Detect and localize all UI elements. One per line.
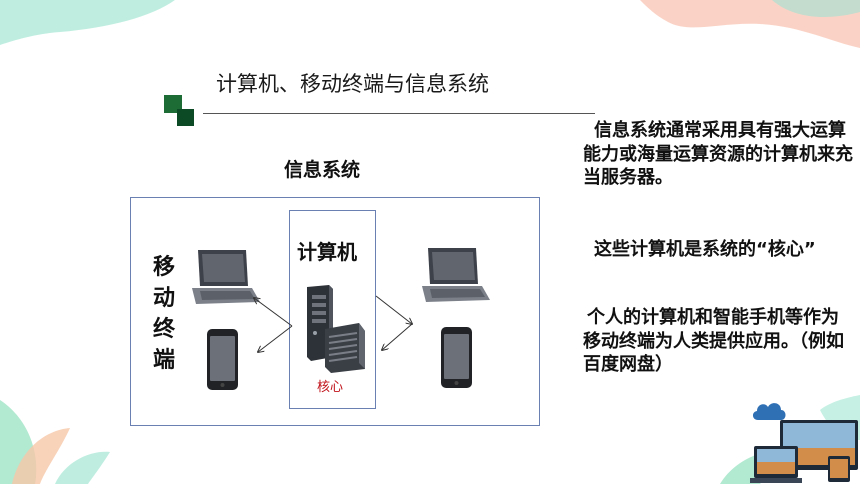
server-icon <box>307 285 365 373</box>
laptop-icon <box>422 248 490 302</box>
smartphone-icon <box>441 327 472 388</box>
cloud-icon <box>752 403 786 420</box>
slide-title: 计算机、移动终端与信息系统 <box>216 72 489 96</box>
mobile-label-char: 动 <box>152 286 175 311</box>
mobile-terminal-label: 移 动 终 端 <box>150 252 178 376</box>
core-label: 核心 <box>317 380 344 395</box>
smartphone-icon <box>207 329 238 390</box>
mobile-label-char: 终 <box>152 317 175 342</box>
mobile-label-char: 移 <box>152 255 175 280</box>
title-bullet-square <box>164 95 182 113</box>
information-system-label: 信息系统 <box>284 159 361 181</box>
laptop-icon <box>192 250 260 304</box>
description-paragraph: 信息系统通常采用具有强大运算能力或海量运算资源的计算机来充当服务器。 <box>583 120 853 188</box>
connection-arrows <box>240 295 430 370</box>
title-underline <box>203 113 595 114</box>
devices-illustration-icon <box>750 420 858 483</box>
mobile-label-char: 端 <box>152 348 175 373</box>
title-bullet-square-dark <box>177 109 194 126</box>
description-paragraph: 这些计算机是系统的“核心” <box>594 239 816 260</box>
information-system-frame <box>130 197 540 426</box>
computer-label: 计算机 <box>297 240 357 264</box>
description-paragraph: 个人的计算机和智能手机等作为移动终端为人类提供应用。（例如百度网盘） <box>583 307 844 375</box>
core-computer-box <box>289 210 376 409</box>
